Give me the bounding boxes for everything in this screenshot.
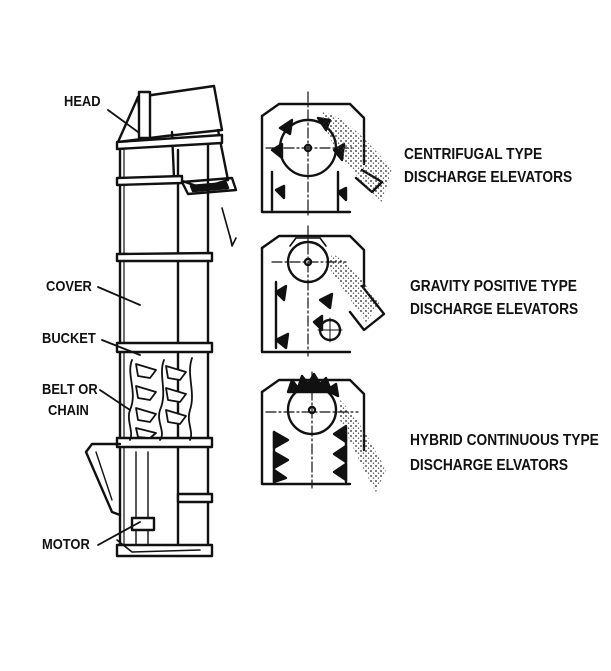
cover-leader-line [97,286,141,306]
cover-label: COVER [46,278,92,295]
centrifugal-caption-line1: CENTRIFUGAL TYPE [404,146,543,163]
hybrid-spray [340,400,386,492]
head-shaft-bearing [137,90,152,140]
hybrid-caption-line1: HYBRID CONTINUOUS TYPE [410,432,599,449]
belt-or-chain-label-line2: CHAIN [48,402,89,419]
belt-leader-line [99,389,131,411]
motor-box [130,516,156,532]
gravity-caption-line1: GRAVITY POSITIVE TYPE [410,278,577,295]
inlet-chute [84,442,122,517]
belt-or-chain-label-line1: BELT OR [42,381,98,398]
head-housing [116,84,224,144]
centrifugal-caption-line2: DISCHARGE ELEVATORS [404,169,573,186]
hybrid-caption-line2: DISCHARGE ELVATORS [410,457,568,474]
gravity-positive-panel [260,225,386,357]
bucket-label: BUCKET [42,330,96,347]
elevator-column [84,84,238,558]
head-label: HEAD [64,93,101,110]
motor-label: MOTOR [42,536,90,553]
hybrid-continuous-panel [260,371,386,492]
centrifugal-panel [260,91,392,216]
hybrid-sprocket-teeth [286,372,340,398]
gravity-caption-line2: DISCHARGE ELEVATORS [410,301,579,318]
base-plate [116,539,201,553]
head-leader-line [107,109,139,133]
bucket-leader-line [101,339,141,356]
motor-leader-line [97,521,141,546]
centrifugal-spray [322,112,392,202]
gravity-spray [328,254,380,322]
